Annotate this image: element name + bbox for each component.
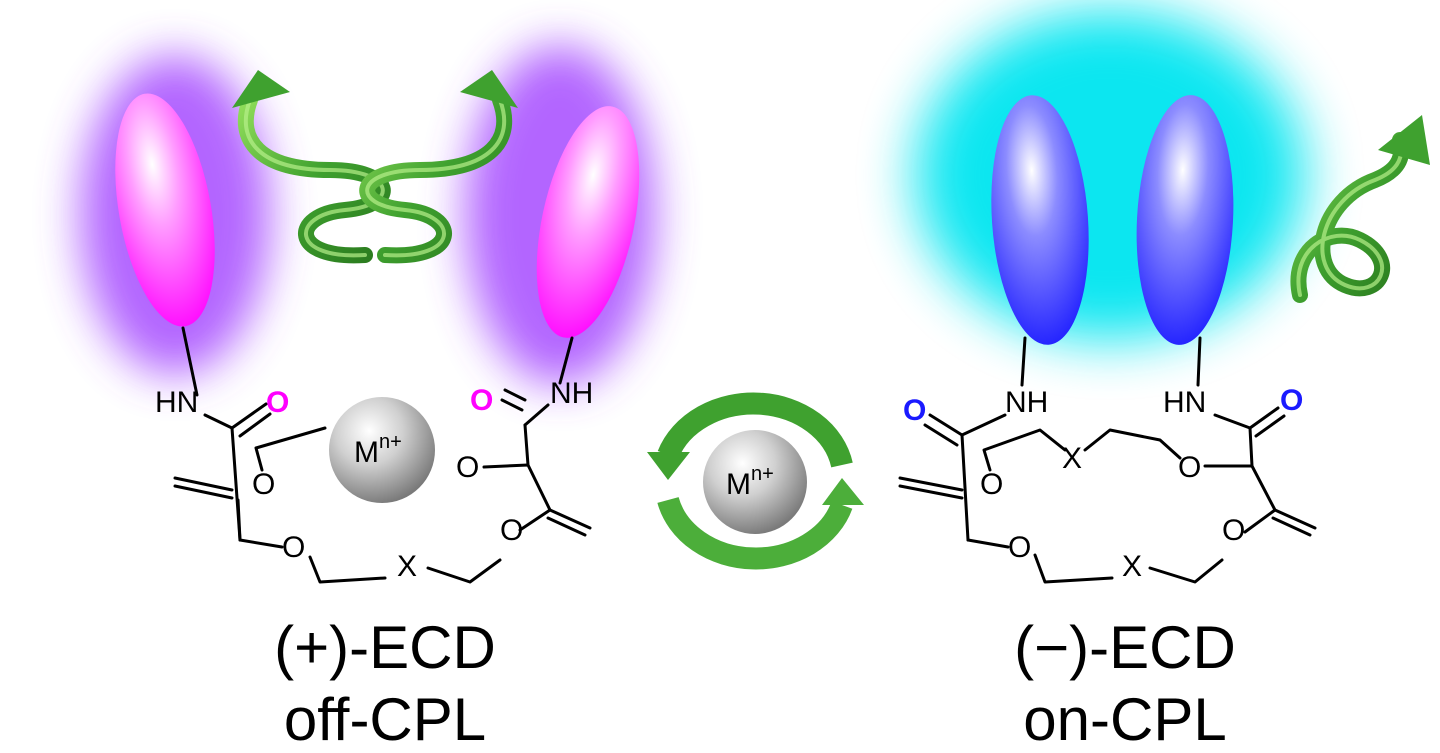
atom-o-carbonyl: O (903, 394, 926, 427)
atom-x: X (397, 550, 417, 583)
metal-ion-label: Mn+ (726, 463, 774, 501)
atom-x: X (1122, 550, 1142, 583)
helix-arrow-icon (359, 70, 518, 264)
atom-o: O (1008, 531, 1031, 564)
metal-ion-sphere: Mn+ (703, 430, 807, 534)
atom-hn: HN (1163, 386, 1206, 419)
chromophore-ellipse (1136, 95, 1234, 345)
metal-ion-sphere: Mn+ (329, 397, 435, 503)
helix-arrow-icon (1290, 115, 1430, 303)
right-molecule (898, 336, 1317, 584)
atom-o: O (456, 451, 479, 484)
left-atom-labels: HN O O NH O O O X O (155, 377, 593, 583)
left-chromophores (115, 93, 640, 338)
atom-nh: NH (550, 377, 593, 410)
atom-o: O (980, 468, 1003, 501)
right-chromophores (991, 95, 1234, 345)
atom-o-carbonyl: O (266, 386, 289, 419)
atom-o: O (252, 468, 275, 501)
atom-o-carbonyl: O (470, 384, 493, 417)
atom-hn: HN (155, 386, 198, 419)
left-caption-line1: (+)-ECD (274, 614, 496, 681)
chromophore-ellipse (991, 95, 1089, 345)
right-caption-line1: (−)-ECD (1014, 614, 1236, 681)
atom-x: X (1062, 442, 1082, 475)
atom-o: O (1222, 514, 1245, 547)
chromophore-ellipse (115, 93, 215, 327)
helix-arrow-icon (232, 70, 391, 264)
atom-o: O (500, 514, 523, 547)
chromophore-ellipse (536, 106, 640, 338)
cyan-glow (915, 10, 1305, 340)
metal-ion-label: Mn+ (354, 431, 402, 469)
left-caption-line2: off-CPL (284, 686, 486, 753)
atom-nh: NH (1005, 386, 1048, 419)
atom-o-carbonyl: O (1280, 384, 1303, 417)
right-caption-line2: on-CPL (1023, 686, 1226, 753)
atom-o: O (1178, 451, 1201, 484)
right-atom-labels: NH HN O O X O O O X O (903, 384, 1303, 583)
cycle-arrows-icon (647, 392, 864, 570)
left-molecule (173, 326, 592, 584)
atom-o: O (282, 531, 305, 564)
